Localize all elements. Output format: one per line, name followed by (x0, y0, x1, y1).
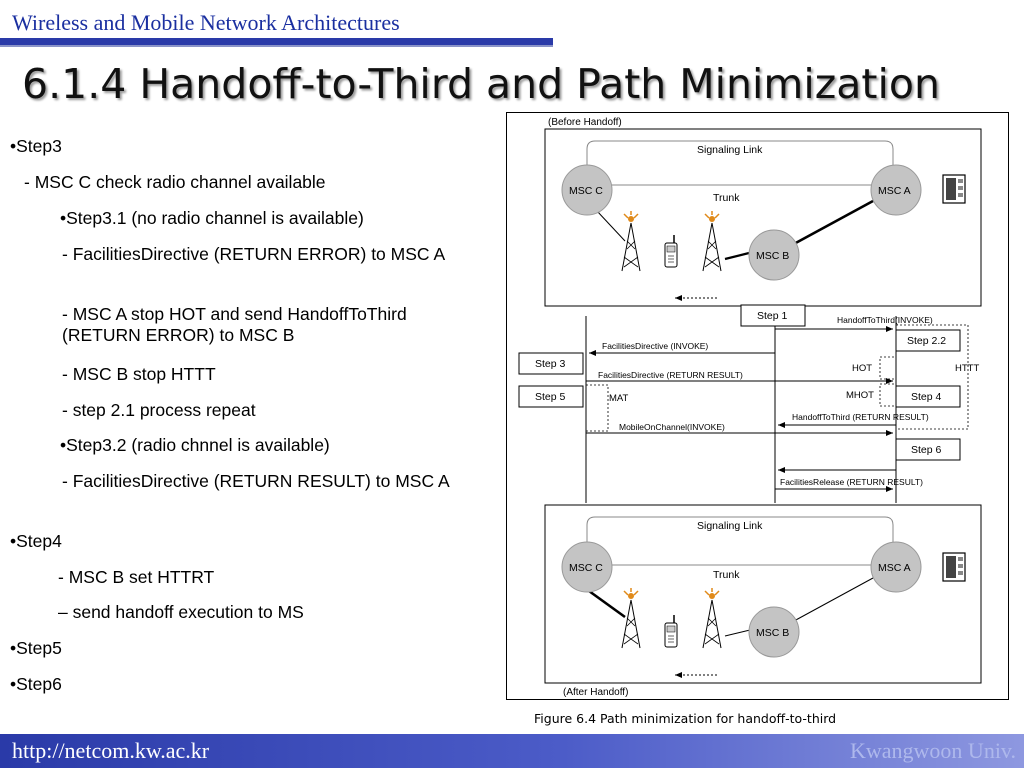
signaling-link-label: Signaling Link (697, 520, 763, 532)
desk-phone-icon (942, 552, 966, 582)
base-station-icon (702, 210, 722, 272)
msg-name: FacilitiesDirective (72, 471, 209, 491)
msc-c-label: MSC C (569, 185, 603, 197)
before-handoff-label: (Before Handoff) (548, 117, 622, 128)
text-fragment: - (62, 244, 73, 264)
before-panel (544, 128, 982, 307)
signaling-link-label: Signaling Link (697, 144, 763, 156)
msg-handofftothird-invoke: HandoffToThird(INVOKE) (837, 315, 933, 325)
step1-label: Step 1 (757, 310, 788, 322)
header-title: Wireless and Mobile Network Architecture… (12, 10, 400, 35)
bullet-msc-c-check: - MSC C check radio channel available (24, 172, 326, 192)
bullet-step6: •Step6 (10, 674, 62, 694)
text-fragment: (RETURN ERROR) to MSC A (208, 244, 446, 264)
step5-box (518, 385, 584, 408)
footer-university: Kwangwoon Univ. (850, 738, 1016, 763)
figure-6-4: (Before Handoff) Signaling Link Trunk MS… (506, 112, 1009, 700)
msc-b-node (748, 606, 800, 658)
text-fragment: – send handoff execution to (58, 602, 278, 622)
footer-url: http://netcom.kw.ac.kr (12, 738, 210, 763)
step6-box (895, 438, 961, 461)
bullet-step3: •Step3 (10, 136, 62, 156)
bullet-list: •Step3 - MSC C check radio channel avail… (0, 0, 500, 700)
bullet-step3-1: •Step3.1 (no radio channel is available) (60, 208, 364, 228)
msc-c-bs-trunk (588, 589, 626, 619)
msc-c-node (561, 541, 613, 593)
bullet-step5: •Step5 (10, 638, 62, 658)
msg-handofftothird-result: HandoffToThird (RETURN RESULT) (792, 412, 929, 422)
step4-label: Step 4 (911, 391, 942, 403)
bullet-facilities-error: - FacilitiesDirective (RETURN ERROR) to … (62, 244, 482, 265)
text-fragment: - MSC B stop (62, 364, 171, 384)
msc-c-label: MSC C (569, 562, 603, 574)
step5-label: Step 5 (535, 391, 566, 403)
msg-facilitiesrelease-result: FacilitiesRelease (RETURN RESULT) (780, 477, 923, 487)
msc-a-label: MSC A (878, 562, 911, 574)
msg-name: FacilitiesDirective (72, 244, 209, 264)
step6-label: Step 6 (911, 444, 942, 456)
signaling-link-line (586, 140, 894, 173)
msc-b-bs-link (724, 251, 750, 261)
step2-2-label: Step 2.2 (907, 335, 946, 347)
slide-title: 6.1.4 Handoff-to-Third and Path Minimiza… (22, 60, 940, 108)
text-fragment: - MSC A stop HOT and send (62, 304, 288, 324)
step3-label: Step 3 (535, 358, 566, 370)
msc-a-node (870, 541, 922, 593)
text-fragment: - (62, 471, 73, 491)
header-bar (0, 38, 553, 47)
text-fragment: (RETURN RESULT) to MSC A (208, 471, 450, 491)
after-panel (544, 504, 982, 684)
bullet-send-handoff: – send handoff execution to MS (58, 602, 304, 623)
msc-b-label: MSC B (756, 250, 789, 262)
bullet-msc-b-set: - MSC B set HTTRT (58, 567, 214, 588)
timer-httt-box (895, 324, 969, 430)
msg-facilities-result: FacilitiesDirective (RETURN RESULT) (598, 370, 743, 380)
figure-caption: Figure 6.4 Path minimization for handoff… (534, 711, 837, 726)
text-fragment: (RETURN ERROR) to MSC B (62, 325, 295, 345)
step3-box (518, 352, 584, 375)
msc-a-node (870, 164, 922, 216)
trunk-label: Trunk (713, 569, 740, 581)
msc-a-msc-b-trunk (791, 199, 874, 247)
msc-c-bs-link (596, 210, 626, 242)
msc-b-label: MSC B (756, 627, 789, 639)
text-fragment: - MSC B set (58, 567, 158, 587)
bullet-facilities-result: - FacilitiesDirective (RETURN RESULT) to… (62, 471, 482, 492)
timer-hot-box (879, 356, 897, 380)
timer-httt-label: HTTT (955, 363, 979, 374)
bullet-step4: •Step4 (10, 531, 62, 551)
msg-name: HandoffToThird (287, 304, 407, 324)
msc-a-msc-b-link (793, 577, 874, 622)
base-station-icon (621, 587, 641, 649)
msc-a-label: MSC A (878, 185, 911, 197)
timer-mhot-box (879, 383, 897, 407)
msg-mobileonchannel-invoke: MobileOnChannel(INVOKE) (619, 422, 725, 432)
msc-c-node (561, 164, 613, 216)
timer-mhot-label: MHOT (846, 390, 874, 401)
timer-name: HTTT (170, 364, 216, 384)
timer-mat-label: MAT (609, 393, 629, 404)
msc-b-node (748, 229, 800, 281)
bullet-step2-1-repeat: - step 2.1 process repeat (62, 400, 256, 420)
ms-name: MS (277, 602, 304, 622)
desk-phone-icon (942, 174, 966, 204)
msg-facilities-invoke: FacilitiesDirective (INVOKE) (602, 341, 708, 351)
timer-hot-label: HOT (852, 363, 872, 374)
after-handoff-label: (After Handoff) (563, 687, 628, 698)
bullet-msc-b-stop: - MSC B stop HTTT (62, 364, 216, 385)
bullet-msc-a-stop-hot: - MSC A stop HOT and send HandoffToThird… (62, 304, 482, 346)
mobile-phone-icon (664, 614, 678, 648)
path-minimization-diagram: (Before Handoff) Signaling Link Trunk MS… (518, 117, 982, 698)
trunk-label: Trunk (713, 192, 740, 204)
footer-bar: http://netcom.kw.ac.kr Kwangwoon Univ. (0, 734, 1024, 768)
timer-name: HTTRT (157, 567, 215, 587)
bullet-step3-2: •Step3.2 (radio chnnel is available) (60, 435, 330, 455)
step1-box (740, 304, 806, 327)
step4-box (895, 385, 961, 408)
msc-b-bs-link (724, 629, 751, 637)
base-station-icon (702, 587, 722, 649)
signaling-link-line (586, 516, 894, 549)
mobile-phone-icon (664, 234, 678, 268)
timer-mat-box (585, 384, 609, 432)
